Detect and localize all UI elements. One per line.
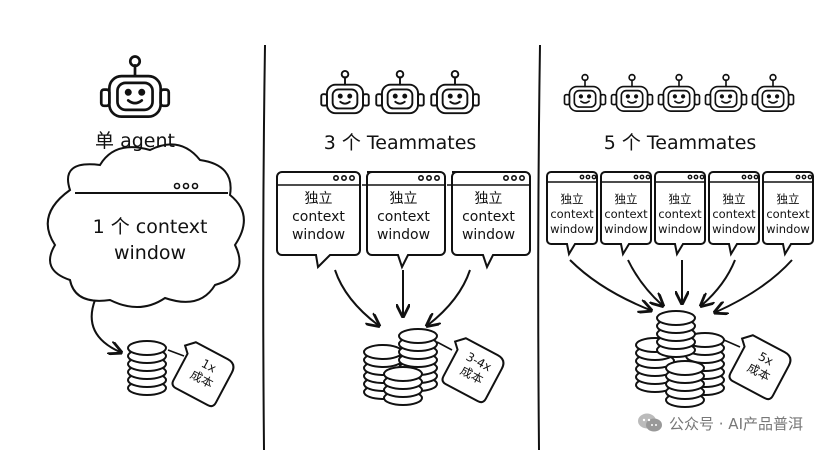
robot-icon	[704, 73, 748, 112]
coin-stack	[383, 366, 423, 406]
arrow	[428, 269, 471, 325]
context-window-line: context	[377, 209, 430, 225]
context-window-line: 独立	[389, 191, 418, 207]
panel-title: 5 个 Teammates	[603, 132, 757, 154]
context-window-cloud	[46, 143, 245, 308]
context-window-line: context	[292, 209, 345, 225]
context-window-bubble	[366, 171, 446, 270]
robot-icon	[320, 69, 370, 115]
divider-2	[537, 44, 541, 451]
wechat-icon	[638, 413, 662, 432]
context-window-label: 独立 context window	[362, 190, 445, 244]
context-window-bubble	[600, 171, 652, 257]
panel-title: 单 agent	[95, 130, 175, 152]
watermark-text: 公众号 · AI产品普洱	[669, 414, 803, 433]
context-window-line: 独立	[722, 192, 746, 206]
context-window-label: 独立 context window	[763, 192, 813, 237]
context-window-line: 1 个 context	[92, 216, 208, 238]
coin-stack	[665, 360, 705, 408]
context-window-line: window	[766, 222, 810, 236]
context-window-label: 独立 context window	[547, 192, 597, 237]
context-window-line: 独立	[614, 192, 638, 206]
context-window-bubble	[546, 171, 598, 257]
context-window-label: 独立 context window	[447, 190, 530, 244]
robot-icon	[751, 73, 795, 112]
price-tag	[728, 334, 792, 401]
arrow	[90, 299, 120, 352]
price-tag	[171, 341, 235, 408]
robot-icon	[99, 55, 171, 118]
context-window-line: 独立	[304, 191, 333, 207]
context-window-line: context	[550, 207, 594, 221]
coin-stack	[127, 340, 167, 396]
context-window-label: 独立 context window	[601, 192, 651, 237]
price-tag	[441, 337, 505, 404]
arrow	[716, 259, 793, 312]
arrow	[334, 269, 378, 325]
context-window-line: window	[113, 242, 187, 264]
robot-icon	[430, 69, 480, 115]
context-window-line: window	[461, 227, 516, 243]
panel-title: 3 个 Teammates	[323, 132, 477, 154]
context-window-line: window	[291, 227, 346, 243]
context-window-line: window	[712, 222, 756, 236]
arrow	[627, 259, 662, 305]
context-window-line: 独立	[474, 191, 503, 207]
context-window-label: 独立 context window	[655, 192, 705, 237]
context-window-bubble	[762, 171, 814, 257]
context-window-line: 独立	[776, 192, 800, 206]
coin-stack	[656, 310, 696, 358]
arrow	[569, 259, 650, 310]
arrow	[702, 259, 736, 305]
context-window-line: 独立	[668, 192, 692, 206]
context-window-line: context	[658, 207, 702, 221]
context-window-bubble	[451, 171, 531, 270]
context-window-line: context	[462, 209, 515, 225]
robot-icon	[610, 73, 654, 112]
context-window-line: 独立	[560, 192, 584, 206]
context-window-bubble	[276, 171, 361, 270]
context-window-line: context	[604, 207, 648, 221]
context-window-line: context	[712, 207, 756, 221]
context-window-line: window	[550, 222, 594, 236]
robot-icon	[375, 69, 425, 115]
context-window-bubble	[708, 171, 760, 257]
robot-icon	[563, 73, 607, 112]
robot-icon	[657, 73, 701, 112]
context-window-line: context	[766, 207, 810, 221]
divider-1	[262, 44, 266, 451]
context-window-label: 独立 context window	[277, 190, 360, 244]
watermark: 公众号 · AI产品普洱	[637, 412, 803, 434]
context-window-line: window	[376, 227, 431, 243]
context-window-label: 1 个 context window	[70, 214, 230, 266]
context-window-line: window	[604, 222, 648, 236]
context-window-line: window	[658, 222, 702, 236]
context-window-label: 独立 context window	[709, 192, 759, 237]
context-window-bubble	[654, 171, 706, 257]
